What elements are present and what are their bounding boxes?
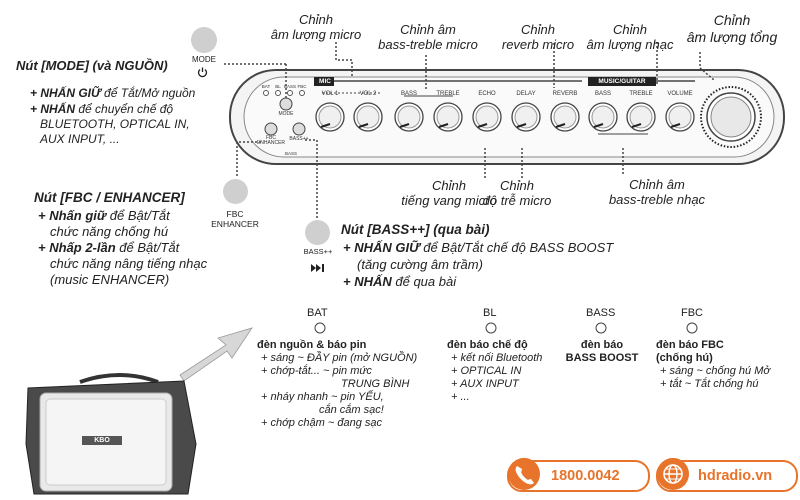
callout-mic-volume: Chỉnh âm lượng micro (270, 12, 362, 42)
knob-label: ECHO (478, 91, 496, 97)
led-bl-label: BL (483, 307, 497, 319)
knob-vol2[interactable] (353, 102, 383, 132)
led-bat-desc: đèn nguồn & báo pin + sáng ~ ĐẦY pin (mở… (257, 339, 418, 429)
knob-label: TREBLE (629, 91, 653, 97)
panel-bass-button[interactable] (292, 122, 306, 136)
bass-button[interactable] (305, 220, 330, 245)
knob-label: TREBLE (436, 91, 460, 97)
knob-master-volume[interactable] (700, 86, 762, 148)
fbc-note-line1: + Nhấn giữ để Bật/Tắt (38, 208, 170, 223)
mode-note-line1: + NHẤN GIỮ để Tắt/Mở nguồn (30, 86, 196, 100)
panel-led-label: BASS (283, 84, 296, 89)
fbc-note-title: Nút [FBC / ENHANCER] (34, 190, 185, 205)
mode-note-line2: + NHẤN để chuyển chế độ (30, 102, 174, 116)
led-bat-label: BAT (307, 307, 328, 319)
panel-mode-button[interactable] (279, 97, 293, 111)
callout-delay: Chỉnh độ trễ micro (482, 178, 552, 208)
knob-label: DELAY (516, 91, 536, 97)
panel-fbc-button[interactable] (264, 122, 278, 136)
mic-tag: MIC (319, 78, 331, 85)
knob-echo[interactable] (472, 102, 502, 132)
led-bl-desc: đèn báo chế độ + kết nối Bluetooth + OPT… (447, 339, 543, 403)
fbc-note-line5: (music ENHANCER) (50, 272, 170, 287)
led-bass (595, 322, 607, 334)
knob-label: BASS (594, 91, 611, 97)
mode-note-line4: AUX INPUT, ... (40, 132, 120, 146)
bass-note-title: Nút [BASS++] (qua bài) (341, 222, 490, 237)
knob-label: VOL 2 (359, 91, 377, 97)
speaker-logo: KBO (94, 437, 110, 444)
panel-led-label: BL (275, 84, 281, 89)
panel-bass-label-2: BASS (284, 151, 297, 156)
panel-mode-label: MODE (278, 111, 294, 117)
panel-fbc-label: FBC ENHANCER (256, 135, 286, 146)
next-track-icon (311, 259, 327, 272)
led-bl (485, 322, 497, 334)
callout-mic-reverb: Chỉnh reverb micro (501, 22, 575, 52)
callout-master-volume: Chỉnh âm lượng tổng (686, 12, 778, 45)
mode-button-label: MODE (192, 55, 216, 64)
fbc-note-line3: + Nhấp 2-lần để Bật/Tắt (38, 240, 180, 255)
led-bass-desc: đèn báo BASS BOOST (565, 339, 639, 364)
mode-note-title: Nút [MODE] (và NGUỒN) (16, 58, 168, 73)
knob-reverb[interactable] (550, 102, 580, 132)
speaker-illustration (25, 373, 197, 495)
led-bat (314, 322, 326, 334)
power-icon (197, 65, 208, 78)
knob-label: VOLUME (667, 91, 693, 97)
knob-mic-bass[interactable] (394, 102, 424, 132)
knob-label: BASS (400, 91, 417, 97)
led-fbc-label: FBC (681, 307, 703, 319)
website-text: hdradio.vn (698, 468, 773, 484)
globe-icon-badge (657, 458, 689, 490)
callout-mic-bass-treble: Chỉnh âm bass-treble micro (378, 22, 478, 52)
knob-music-bass[interactable] (588, 102, 618, 132)
led-fbc (686, 322, 698, 334)
bass-note-line1: + NHẤN GIỮ để Bật/Tắt chế độ BASS BOOST (343, 240, 614, 255)
panel-bass-label: BASS++ (289, 136, 309, 142)
panel-led-label: FBC (297, 84, 307, 89)
knob-music-treble[interactable] (626, 102, 656, 132)
led-fbc-desc: đèn báo FBC (chống hú) + sáng ~ chống hú… (656, 339, 770, 390)
knob-vol1[interactable] (315, 102, 345, 132)
knob-label: VOL 1 (321, 91, 339, 97)
fbc-note-line4: chức năng nâng tiếng nhạc (50, 256, 208, 271)
phone-icon-badge (508, 458, 540, 490)
led-bass-label: BASS (586, 307, 616, 319)
callout-echo: Chỉnh tiếng vang micro (401, 178, 497, 208)
fbc-note-line2: chức năng chống hú (50, 224, 169, 239)
knob-label: REVERB (552, 91, 578, 97)
callout-music-bass-treble: Chỉnh âm bass-treble nhạc (608, 177, 706, 207)
fbc-button[interactable] (223, 179, 248, 204)
panel-led-label: BAT (261, 84, 271, 89)
bass-note-line3: + NHẤN để qua bài (343, 274, 457, 289)
knob-mic-treble[interactable] (433, 102, 463, 132)
music-tag: MUSIC/GUITAR (598, 78, 646, 85)
bass-note-line2: (tăng cường âm trầm) (357, 257, 483, 272)
mode-note-line3: BLUETOOTH, OPTICAL IN, (40, 117, 190, 131)
mode-button[interactable] (191, 27, 217, 53)
phone-number: 1800.0042 (551, 468, 620, 484)
callout-music-volume: Chỉnh âm lượng nhạc (586, 22, 674, 52)
knob-delay[interactable] (511, 102, 541, 132)
bass-button-label: BASS++ (303, 247, 333, 256)
fbc-button-label: FBC ENHANCER (211, 209, 259, 229)
knob-music-volume[interactable] (665, 102, 695, 132)
